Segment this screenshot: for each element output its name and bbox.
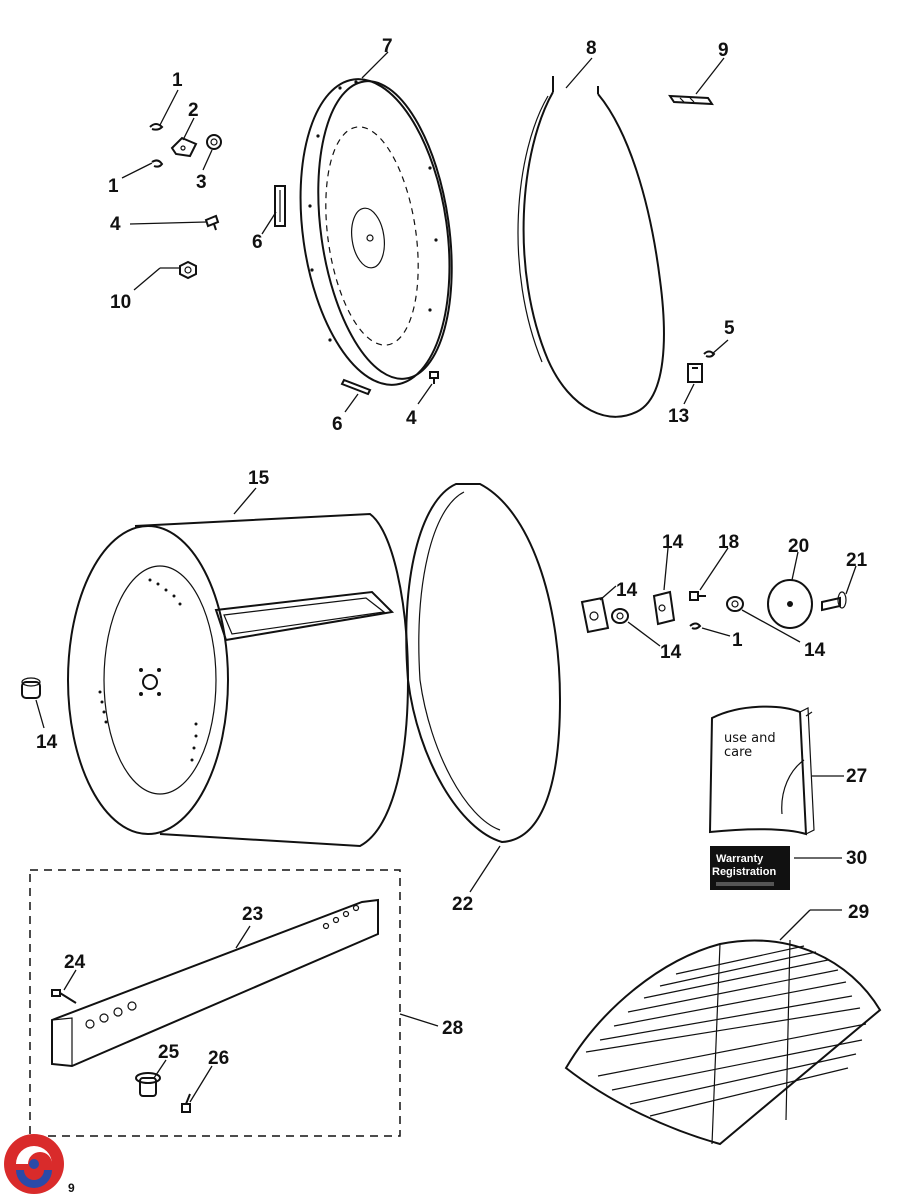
bearing-plate-14-b bbox=[652, 590, 676, 626]
callout-29: 29 bbox=[848, 902, 869, 923]
manual-cover-line2: care bbox=[724, 745, 752, 760]
kit-outline-28 bbox=[29, 869, 401, 1137]
callout-18: 18 bbox=[718, 532, 739, 553]
grommet-25 bbox=[135, 1072, 161, 1097]
callout-24: 24 bbox=[64, 952, 86, 973]
hardware-nut-10 bbox=[179, 260, 197, 280]
callout-30: 30 bbox=[846, 848, 867, 869]
callout-27: 27 bbox=[846, 766, 867, 787]
callout-20: 20 bbox=[788, 536, 809, 557]
callout-28: 28 bbox=[442, 1018, 463, 1039]
clip-1-right bbox=[689, 622, 702, 630]
use-and-care-manual-27 bbox=[708, 705, 815, 836]
lint-grille-29 bbox=[564, 939, 882, 1146]
brand-logo-icon bbox=[4, 1134, 64, 1194]
hinge-bracket-13 bbox=[687, 363, 703, 383]
callout-15: 15 bbox=[248, 468, 270, 489]
axle-21 bbox=[821, 591, 847, 612]
hinge-strip-6-top bbox=[274, 185, 286, 227]
warranty-card-30 bbox=[710, 846, 790, 890]
hardware-screw-4-left bbox=[204, 214, 220, 231]
drum-seal-22 bbox=[405, 483, 562, 844]
callout-22: 22 bbox=[452, 894, 473, 915]
hardware-bracket-2 bbox=[170, 136, 198, 158]
hardware-clip-1-top bbox=[149, 123, 164, 131]
clip-9 bbox=[668, 94, 714, 106]
screw-24 bbox=[51, 989, 77, 1004]
callout-25: 25 bbox=[158, 1042, 180, 1063]
warranty-card-line2: Registration bbox=[712, 866, 776, 878]
callout-5: 5 bbox=[724, 318, 735, 339]
wheel-20 bbox=[767, 579, 813, 629]
screw-26 bbox=[181, 1093, 191, 1113]
hardware-clip-1-mid bbox=[151, 159, 164, 168]
screw-18 bbox=[689, 591, 706, 601]
hardware-clip-5 bbox=[703, 350, 716, 358]
drum-15 bbox=[67, 512, 410, 848]
hardware-nut-3 bbox=[206, 134, 222, 150]
bearing-plate-14-a bbox=[580, 596, 610, 634]
callout-1-right: 1 bbox=[732, 630, 743, 651]
rail-23 bbox=[51, 898, 379, 1068]
callout-4-left: 4 bbox=[110, 214, 121, 235]
callout-2: 2 bbox=[188, 100, 199, 121]
callout-14-a: 14 bbox=[616, 580, 638, 601]
manual-cover-line1: use and bbox=[724, 731, 776, 746]
callout-4-bottom: 4 bbox=[406, 408, 417, 429]
callout-14-c: 14 bbox=[660, 642, 682, 663]
callout-1-top: 1 bbox=[172, 70, 183, 91]
callout-1-mid: 1 bbox=[108, 176, 119, 197]
roller-14-d bbox=[726, 596, 744, 612]
callout-9: 9 bbox=[718, 40, 729, 61]
callout-14-left: 14 bbox=[36, 732, 58, 753]
callout-14-b: 14 bbox=[662, 532, 684, 553]
callout-13: 13 bbox=[668, 406, 689, 427]
callout-3: 3 bbox=[196, 172, 207, 193]
callout-10: 10 bbox=[110, 292, 131, 313]
callout-26: 26 bbox=[208, 1048, 229, 1069]
front-panel-7 bbox=[299, 78, 453, 386]
callout-labels: 1 2 1 3 4 10 6 7 6 4 8 9 5 13 15 14 22 1… bbox=[36, 36, 869, 1069]
spacer-14-c bbox=[611, 608, 629, 624]
callout-23: 23 bbox=[242, 904, 263, 925]
warranty-card-line1: Warranty bbox=[716, 853, 764, 865]
callout-6-top: 6 bbox=[252, 232, 263, 253]
hinge-pin-6-bottom bbox=[340, 378, 372, 396]
hardware-screw-4-bottom bbox=[429, 371, 439, 384]
callout-14-d: 14 bbox=[804, 640, 826, 661]
page-number: 9 bbox=[68, 1181, 75, 1195]
callout-8: 8 bbox=[586, 38, 597, 59]
seal-loop-8 bbox=[517, 76, 665, 418]
callout-6-bottom: 6 bbox=[332, 414, 343, 435]
bearing-14-left bbox=[21, 677, 41, 699]
callout-21: 21 bbox=[846, 550, 868, 571]
callout-7: 7 bbox=[382, 36, 393, 57]
